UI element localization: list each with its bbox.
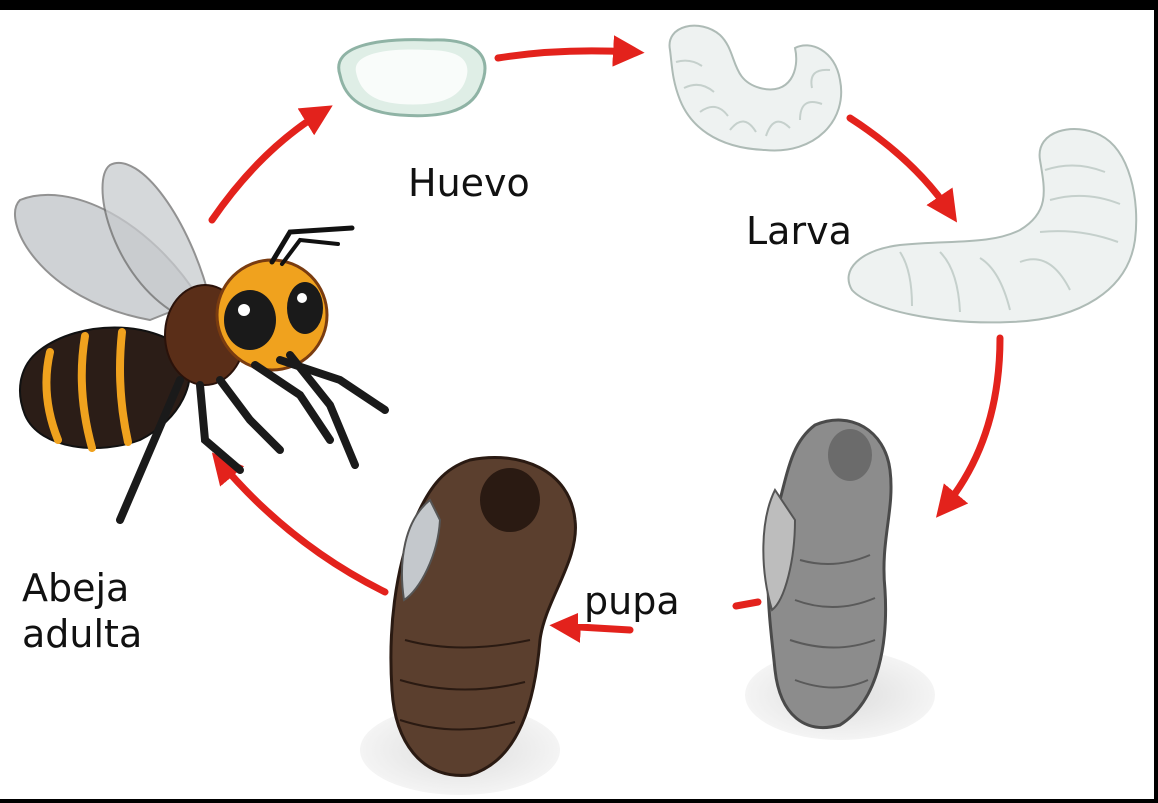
arrow-pupa-to-pupa (736, 602, 758, 606)
arrow-larva-to-pupa (944, 338, 1000, 508)
arrow-pupa-to-pupa-head (562, 626, 630, 630)
right-border (1154, 0, 1158, 803)
larva-grown-icon (849, 129, 1137, 322)
pupa-gray-icon (745, 420, 935, 740)
arrow-egg-to-larva (498, 51, 632, 58)
arrow-pupa-to-adult (220, 462, 385, 592)
larva-curled-icon (670, 26, 842, 151)
egg-icon (339, 40, 485, 116)
arrow-adult-to-egg (212, 112, 322, 220)
label-larva: Larva (740, 208, 858, 254)
pupa-brown-icon (360, 458, 575, 796)
label-pupa: pupa (578, 578, 686, 624)
label-adult-line1: Abeja (22, 565, 142, 611)
arrow-larva-to-larva (850, 118, 950, 212)
label-egg: Huevo (408, 160, 530, 206)
bottom-border (0, 799, 1158, 803)
top-border (0, 0, 1158, 10)
label-adult-bee: Abeja adulta (22, 565, 142, 657)
label-adult-line2: adulta (22, 611, 142, 657)
bee-icon (15, 163, 385, 520)
